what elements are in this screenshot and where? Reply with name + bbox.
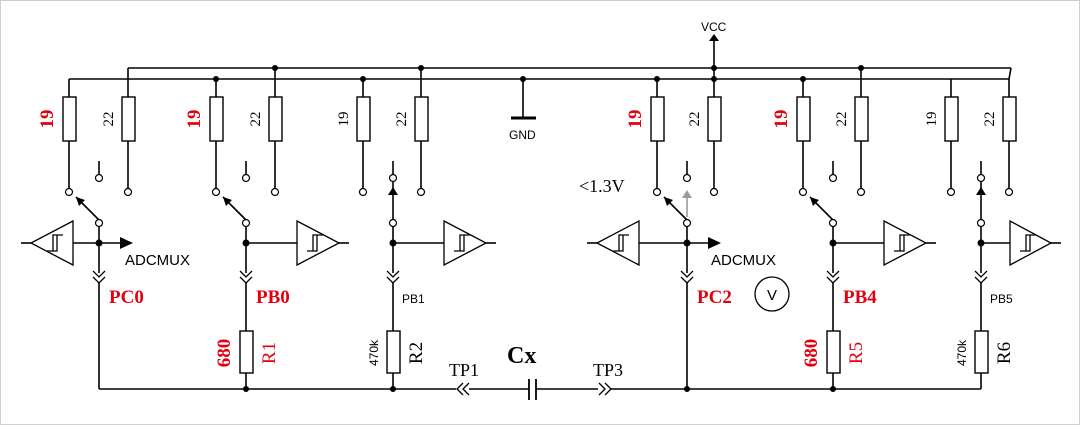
resistor-b2-value: 22 <box>248 112 264 127</box>
capacitor-label: Cx <box>507 343 536 369</box>
switch-contact <box>123 187 133 197</box>
rail-node <box>520 76 526 82</box>
threshold-label: <1.3V <box>579 176 625 196</box>
resistor-b1 <box>209 96 224 142</box>
r2-value: 470k <box>367 339 381 366</box>
resistor-e2-value: 22 <box>834 112 850 127</box>
resistor-e2 <box>854 96 869 142</box>
adcmux-left-label: ADCMUX <box>125 252 190 269</box>
group-pb0: 19 22 PB0 680 R1 <box>184 68 349 392</box>
tp1-label: TP1 <box>449 360 479 380</box>
resistor-r2 <box>386 330 401 374</box>
tp1-chevron-icon <box>456 382 470 396</box>
voltmeter-icon <box>754 276 790 312</box>
r5-value: 680 <box>801 339 822 368</box>
voltmeter-label: V <box>767 287 777 304</box>
switch-contact <box>94 173 104 183</box>
switch-up-arrow-icon <box>388 187 398 195</box>
group-pb1: 19 22 PB1 470k R2 <box>336 68 496 392</box>
switch-contact <box>64 187 74 197</box>
group-pc0: 19 22 ADCMUX PC0 <box>21 68 190 389</box>
r6-name: R6 <box>994 342 1015 364</box>
resistor-c2-value: 22 <box>394 112 410 127</box>
pin-pc0-label: PC0 <box>109 287 144 308</box>
pin-pb4-label: PB4 <box>843 287 877 308</box>
group-pb4: 19 22 PB4 680 R5 <box>771 68 936 392</box>
r6-value: 470k <box>955 339 969 366</box>
resistor-e1 <box>796 96 811 142</box>
resistor-c1 <box>356 96 371 142</box>
vcc-label: VCC <box>701 20 727 34</box>
resistor-f1-value: 19 <box>924 112 940 127</box>
pin-pb1-label: PB1 <box>402 292 425 306</box>
schmitt-buffer-icon <box>296 219 341 267</box>
tp3-label: TP3 <box>593 360 623 380</box>
adcmux-right-label: ADCMUX <box>711 252 776 269</box>
pin-pb5-label: PB5 <box>990 292 1013 306</box>
resistor-d1-value: 19 <box>625 110 646 129</box>
switch-up-arrow-icon <box>976 187 986 195</box>
schmitt-buffer-icon <box>883 219 928 267</box>
adc-arrow-icon <box>708 237 721 249</box>
pin-pb0-label: PB0 <box>256 287 290 308</box>
resistor-c1-value: 19 <box>336 112 352 127</box>
resistor-d2-value: 22 <box>687 112 703 127</box>
resistor-f1 <box>944 96 959 142</box>
adc-arrow-icon <box>120 237 133 249</box>
schmitt-buffer-icon <box>443 219 488 267</box>
r1-name: R1 <box>259 342 280 364</box>
resistor-d1 <box>650 96 665 142</box>
group-pc2: 19 22 <1.3V ADCMUX PC2 V <box>579 79 790 392</box>
resistor-r6 <box>974 330 989 374</box>
resistor-c2 <box>414 96 429 142</box>
resistor-b1-value: 19 <box>184 110 205 129</box>
resistor-a1-value: 19 <box>37 110 58 129</box>
resistor-a1 <box>62 96 77 142</box>
resistor-r5 <box>826 330 841 374</box>
gnd-label: GND <box>509 128 536 142</box>
r2-name: R2 <box>406 342 427 364</box>
rail-node <box>711 65 717 71</box>
pin-pc2-label: PC2 <box>697 287 732 308</box>
gray-arrow-icon <box>682 190 692 198</box>
schmitt-buffer-icon <box>29 219 74 267</box>
group-pb5: 19 22 PB5 470k R6 <box>924 67 1061 389</box>
schmitt-buffer-icon <box>1009 219 1053 267</box>
r5-name: R5 <box>846 342 867 364</box>
resistor-f2-value: 22 <box>982 112 998 127</box>
resistor-f2 <box>1002 96 1017 142</box>
tp3-chevron-icon <box>598 382 612 396</box>
resistor-b2 <box>268 96 283 142</box>
vcc-arrow-icon <box>709 34 719 41</box>
resistor-a2 <box>121 96 136 142</box>
resistor-r1 <box>239 330 254 374</box>
r1-value: 680 <box>214 339 235 368</box>
resistor-e1-value: 19 <box>771 110 792 129</box>
resistor-a2-value: 22 <box>101 112 117 127</box>
resistor-d2 <box>707 96 722 142</box>
schmitt-buffer-icon <box>595 219 640 267</box>
